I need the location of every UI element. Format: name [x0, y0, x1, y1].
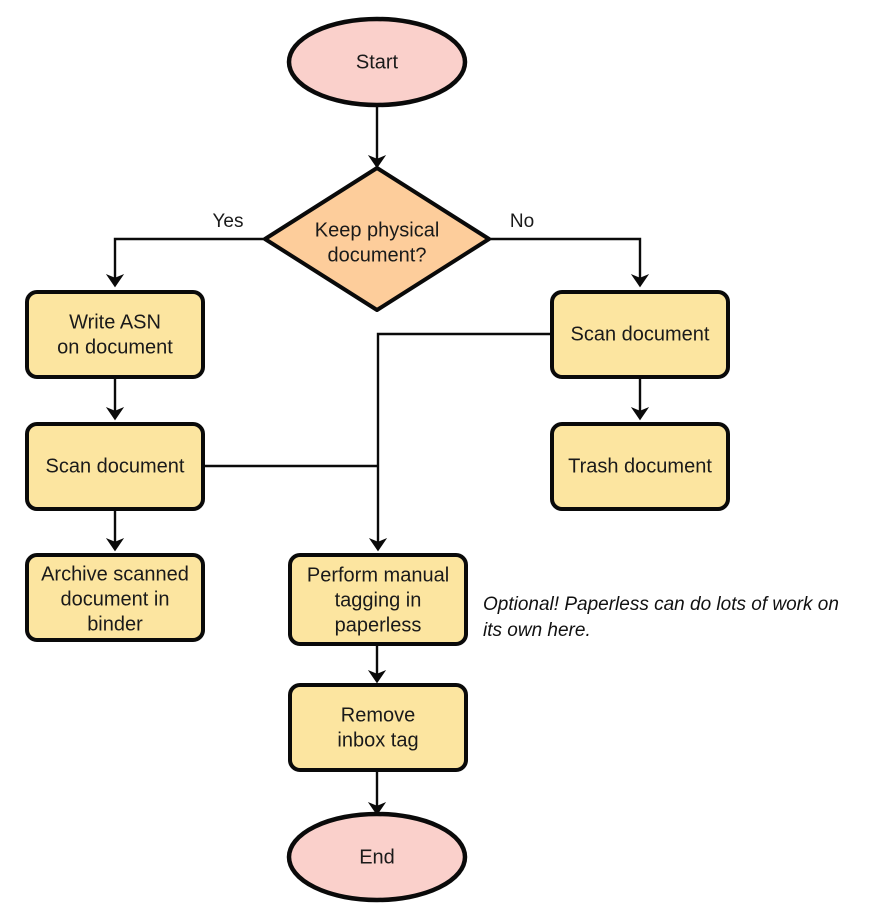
node-decision-label-line2: document? — [328, 244, 427, 266]
annotation-optional-paperless: Optional! Paperless can do lots of work … — [483, 594, 839, 641]
node-remove-inbox-tag[interactable]: Remove inbox tag — [288, 683, 468, 772]
edge-label-no: No — [510, 211, 534, 232]
remove-inbox-tag-box — [288, 683, 468, 772]
node-write-asn-label-line1: Write ASN — [69, 311, 161, 333]
node-manual-tagging-label-line1: Perform manual — [307, 564, 449, 586]
annotation-line-1: Optional! Paperless can do lots of work … — [483, 594, 839, 615]
decision-diamond — [263, 166, 491, 312]
node-write-asn-label-line2: on document — [57, 336, 173, 358]
node-trash-document[interactable]: Trash document — [550, 422, 730, 511]
trash-document-box — [550, 422, 730, 511]
manual-tagging-box — [288, 553, 468, 646]
node-scan-document-left[interactable]: Scan document — [25, 422, 205, 511]
node-scan-document-right-label: Scan document — [571, 323, 710, 345]
node-archive-scanned-document[interactable]: Archive scanned document in binder — [25, 553, 205, 642]
edge-labels-layer: Yes No — [213, 211, 535, 232]
archive-binder-box — [25, 553, 205, 642]
node-remove-inbox-tag-label-line2: inbox tag — [337, 729, 418, 751]
annotation-line-2: its own here. — [483, 620, 591, 641]
scan-document-left-box — [25, 422, 205, 511]
node-trash-document-label: Trash document — [568, 455, 712, 477]
end-ellipse — [286, 811, 468, 903]
node-decision-label-line1: Keep physical — [315, 219, 440, 241]
node-manual-tagging[interactable]: Perform manual tagging in paperless — [288, 553, 468, 646]
start-ellipse — [286, 16, 468, 108]
node-manual-tagging-label-line2: tagging in — [335, 589, 422, 611]
node-start[interactable]: Start — [286, 16, 468, 108]
node-write-asn[interactable]: Write ASN on document — [25, 290, 205, 379]
node-archive-label-line1: Archive scanned — [41, 563, 189, 585]
edges-layer — [105, 105, 650, 816]
edge-decision-no-to-scan-right — [489, 237, 650, 288]
node-decision-keep-physical-document[interactable]: Keep physical document? — [263, 166, 491, 312]
edge-label-yes: Yes — [213, 211, 244, 232]
scan-document-right-box — [550, 290, 730, 379]
node-archive-label-line3: binder — [87, 613, 143, 635]
node-remove-inbox-tag-label-line1: Remove — [341, 704, 415, 726]
node-end-label: End — [359, 846, 395, 868]
edge-scan-right-to-manual-tagging — [368, 332, 552, 552]
node-manual-tagging-label-line3: paperless — [335, 614, 422, 636]
edge-decision-yes-to-write-asn — [105, 237, 265, 288]
node-scan-document-left-label: Scan document — [46, 455, 185, 477]
node-archive-label-line2: document in — [61, 588, 170, 610]
write-asn-box — [25, 290, 205, 379]
node-end[interactable]: End — [286, 811, 468, 903]
node-scan-document-right[interactable]: Scan document — [550, 290, 730, 379]
node-start-label: Start — [356, 51, 399, 73]
